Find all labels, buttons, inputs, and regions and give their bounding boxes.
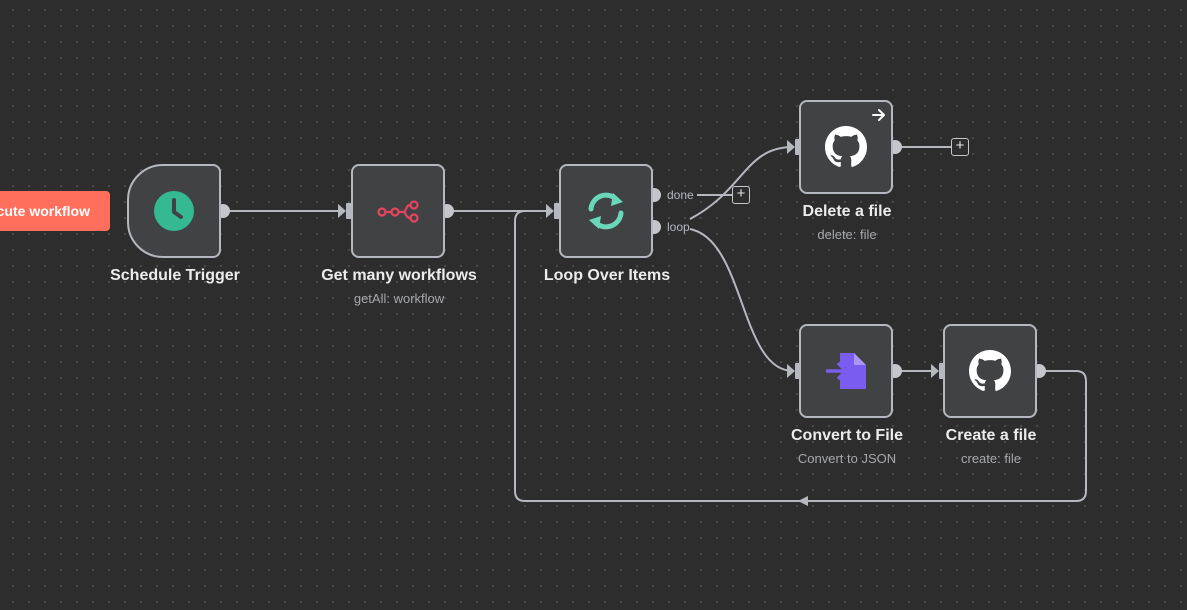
- node-title-loop-over-items: Loop Over Items: [543, 267, 671, 284]
- get-workflows-input-handle: [346, 203, 352, 219]
- convert-file-icon: [826, 353, 866, 389]
- execute-workflow-button[interactable]: Execute workflow: [0, 191, 110, 231]
- output-label-done: done: [667, 188, 694, 202]
- clock-icon: [154, 191, 194, 231]
- node-subtitle-convert-to-file: Convert to JSON: [797, 451, 897, 466]
- node-subtitle-create-a-file: create: file: [961, 451, 1021, 466]
- node-create-a-file[interactable]: [943, 324, 1037, 418]
- github-icon: [969, 350, 1011, 391]
- node-title-delete-a-file: Delete a file: [802, 203, 892, 220]
- github-icon: [825, 126, 867, 167]
- execute-workflow-label: Execute workflow: [0, 203, 90, 219]
- arrow-right-icon: [872, 109, 885, 121]
- output-label-loop: loop: [667, 220, 690, 234]
- add-node-button-done[interactable]: +: [732, 186, 750, 204]
- loop-input-handle: [554, 203, 560, 219]
- node-schedule-trigger[interactable]: [127, 164, 221, 258]
- node-delete-a-file[interactable]: [799, 100, 893, 194]
- node-title-create-a-file: Create a file: [945, 427, 1037, 444]
- add-node-button-delete[interactable]: +: [951, 138, 969, 156]
- connection-loop-to-delete: [689, 146, 794, 220]
- n8n-icon: [377, 200, 419, 223]
- node-subtitle-delete-a-file: delete: file: [817, 227, 877, 242]
- node-get-many-workflows[interactable]: [351, 164, 445, 258]
- node-title-convert-to-file: Convert to File: [790, 427, 903, 444]
- node-subtitle-get-many-workflows: getAll: workflow: [353, 291, 445, 306]
- node-convert-to-file[interactable]: [799, 324, 893, 418]
- node-loop-over-items[interactable]: [559, 164, 653, 258]
- node-title-get-many-workflows: Get many workflows: [321, 267, 477, 284]
- connection-loop-to-convert: [689, 228, 794, 372]
- loop-icon: [588, 192, 624, 230]
- loop-back-arrow: [798, 496, 808, 506]
- node-title-schedule-trigger: Schedule Trigger: [110, 267, 240, 284]
